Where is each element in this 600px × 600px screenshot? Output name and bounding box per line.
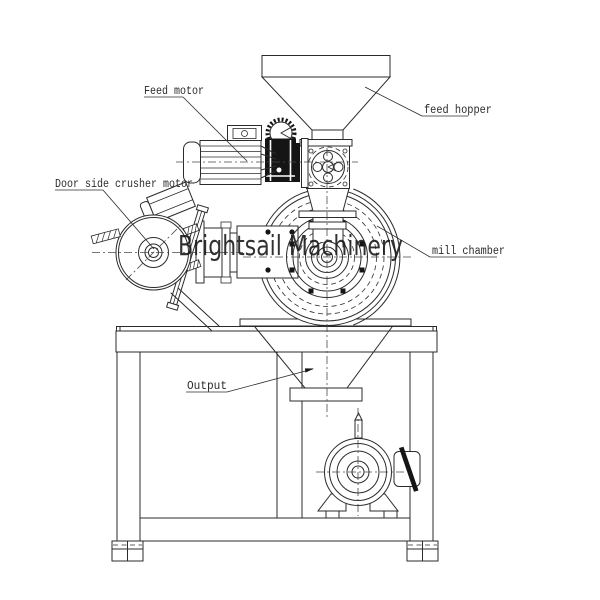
- hinge-stud-lower: [184, 259, 202, 272]
- mill-chamber-label: mill chamber: [432, 245, 505, 258]
- feed-motor-annotation: Feed motor: [144, 85, 248, 162]
- feed-hopper-drawing: [260, 55, 392, 131]
- motor-finned-body: [199, 140, 262, 185]
- center-lines: [92, 148, 414, 516]
- output-annotation: Output: [186, 368, 314, 393]
- output-label: Output: [187, 380, 227, 393]
- feeder-column: [260, 55, 392, 248]
- right-foot: [406, 540, 439, 562]
- feed-motor-drawing: [183, 117, 309, 188]
- discharge-cone: [254, 326, 393, 402]
- motor-handle-bar: [399, 446, 419, 492]
- feed-motor-label: Feed motor: [144, 85, 204, 98]
- feed-hopper-annotation: feed hopper: [364, 86, 492, 117]
- feed-hopper-label: feed hopper: [424, 104, 492, 117]
- machine-stand-frame: [111, 318, 439, 562]
- output-arrowhead: [304, 368, 314, 373]
- left-foot: [111, 540, 144, 562]
- hub-inlet-flange: [308, 221, 347, 230]
- annotations: Feed motor Door side crusher motor feed …: [55, 85, 505, 393]
- brand-watermark: Brightsail Machinery: [178, 229, 403, 262]
- door-side-crusher-motor-label: Door side crusher motor: [55, 178, 193, 191]
- mill-chamber-annotation: mill chamber: [376, 225, 505, 258]
- door-side-crusher-motor-annotation: Door side crusher motor: [55, 178, 193, 250]
- motor-end-cap: [183, 141, 201, 184]
- crusher-shaft: [90, 228, 121, 245]
